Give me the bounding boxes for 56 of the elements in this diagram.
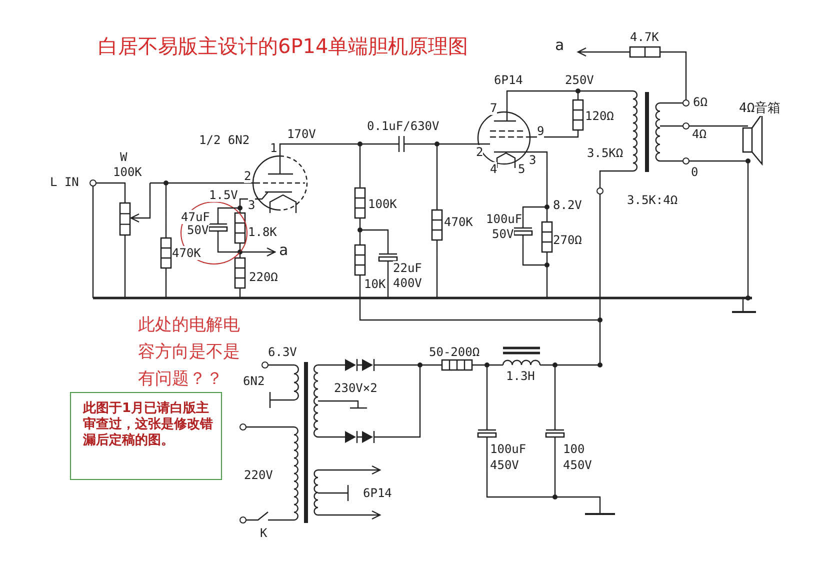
capacitor-value: 0.1uF/630V	[367, 119, 440, 133]
capacitor-value: 50V	[492, 227, 514, 241]
resistor-value: 270Ω	[553, 233, 582, 247]
voltage-label: 230V×2	[334, 381, 378, 395]
tap-label: 4Ω	[692, 127, 706, 141]
pin-number: 3	[248, 198, 256, 212]
voltage-label: 170V	[287, 127, 316, 141]
pin-number: 2	[476, 145, 484, 159]
resistor-value: 100K	[368, 197, 397, 211]
resistor-value: 220Ω	[249, 270, 278, 284]
voltage-label: 1.5V	[209, 188, 238, 202]
capacitor-value: 100uF	[490, 442, 526, 456]
speaker-label: 4Ω音箱	[739, 102, 781, 116]
voltage-label: 8.2V	[553, 198, 582, 212]
note-text: 此处的电解电容方向是不是有问题？？	[138, 314, 241, 391]
resistor-value: 10K	[364, 277, 386, 291]
title: 白居不易版主设计的6P14单端胆机原理图	[98, 33, 468, 59]
capacitor-value: 47uF	[181, 210, 210, 224]
note-text: 此图于1月已请白版主审查过，这张是修改错漏后定稿的图。	[83, 401, 213, 449]
resistor-value: 4.7K	[630, 30, 659, 44]
capacitor-value: 50V	[187, 223, 209, 237]
tube-label: 6P14	[494, 73, 523, 87]
pin-number: 3	[529, 153, 536, 167]
winding-label: 6N2	[243, 374, 265, 388]
capacitor-value: 100uF	[486, 212, 522, 226]
resistor-value: 1.8K	[248, 225, 277, 239]
winding-label: 3.5KΩ	[587, 146, 624, 160]
capacitor-value: 22uF	[393, 261, 422, 275]
capacitor-value: 450V	[563, 458, 592, 472]
resistor-value: 120Ω	[585, 109, 614, 123]
tube-label: 1/2 6N2	[199, 133, 250, 147]
pin-number: 5	[518, 162, 526, 176]
capacitor-value: 450V	[490, 458, 519, 472]
pin-number: 9	[537, 124, 544, 138]
voltage-label: 220V	[244, 468, 273, 482]
pin-number: 4	[490, 162, 498, 176]
resistor-value: 50-200Ω	[429, 345, 480, 359]
note-box	[70, 392, 222, 480]
switch-label: K	[260, 526, 268, 540]
resistor-value: 470K	[444, 215, 473, 229]
pin-number: 2	[244, 169, 252, 183]
resistor-value: 470K	[172, 246, 201, 260]
capacitor-value: 400V	[393, 276, 422, 290]
ratio-label: 3.5K:4Ω	[627, 193, 678, 207]
pin-number: 1	[270, 141, 278, 155]
tap-label: 0	[691, 165, 698, 179]
winding-label: 6P14	[363, 486, 392, 500]
capacitor-value: 100	[563, 442, 585, 456]
potentiometer-label: W	[120, 150, 128, 164]
voltage-label: 6.3V	[268, 345, 297, 359]
potentiometer-value: 100K	[113, 165, 142, 179]
inductor-value: 1.3H	[506, 369, 535, 383]
tap-label: 6Ω	[693, 95, 708, 109]
voltage-label: 250V	[565, 73, 594, 87]
pin-number: 7	[490, 101, 498, 115]
input-label: L IN	[50, 175, 79, 189]
